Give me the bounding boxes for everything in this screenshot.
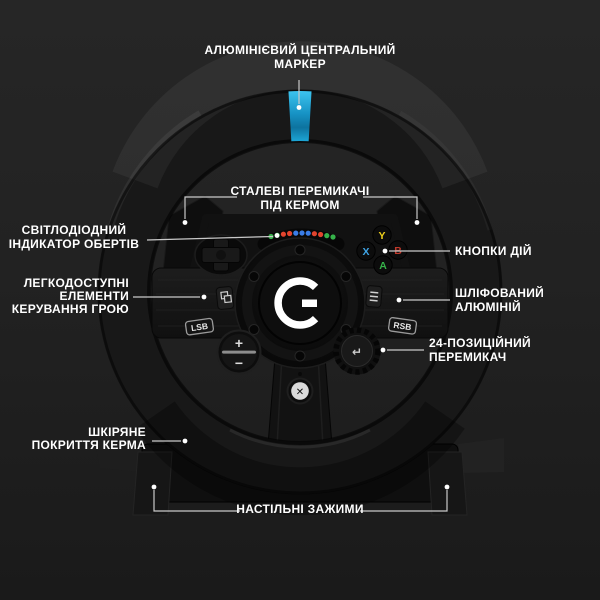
minus-icon: − <box>235 355 243 371</box>
label-line: ЕЛЕМЕНТИ <box>59 288 129 303</box>
label-line: КНОПКИ ДІЙ <box>455 244 532 258</box>
hub <box>234 237 366 369</box>
view-button <box>215 286 235 310</box>
hub-screws <box>248 244 352 362</box>
desk-clamp-right <box>427 451 468 516</box>
svg-text:A: A <box>379 260 387 272</box>
xbox-button: ✕ <box>286 372 314 405</box>
label-line: ШКІРЯНЕ <box>88 425 146 439</box>
label-line: СВІТЛОДІОДНИЙ <box>21 223 127 237</box>
label-paddle-shifters: СТАЛЕВІ ПЕРЕМИКАЧІ ПІД КЕРМОМ <box>150 184 450 212</box>
dpad <box>194 234 248 276</box>
xbox-logo-icon: ✕ <box>296 387 304 398</box>
position-selector-dial: ↵ <box>333 327 381 375</box>
menu-icon <box>369 291 379 302</box>
svg-text:LSB: LSB <box>190 321 208 333</box>
g-logo <box>274 277 319 329</box>
callout-lines <box>133 80 450 512</box>
callout-dots <box>151 105 450 490</box>
lsb-tag: LSB <box>184 317 215 336</box>
label-line: ПЕРЕМИКАЧ <box>429 349 507 364</box>
led-dot <box>324 233 330 239</box>
led-dot <box>293 230 299 236</box>
desk-clamp-left <box>132 451 173 516</box>
rsb-tag: RSB <box>387 316 418 335</box>
label-line: ШЛІФОВАНИЙ <box>455 286 545 300</box>
label-line: ЛЕГКОДОСТУПНІ <box>23 276 129 290</box>
plus-minus-rocker: + − <box>216 329 262 375</box>
label-line: ІНДИКАТОР ОБЕРТІВ <box>8 236 140 251</box>
label-line: ПІД КЕРМОМ <box>260 197 340 212</box>
label-line: 24-ПОЗИЦІЙНИЙ <box>429 336 531 350</box>
button-y: Y <box>372 225 392 245</box>
label-position-selector: 24-ПОЗИЦІЙНИЙ ПЕРЕМИКАЧ <box>429 336 531 364</box>
led-dot <box>330 234 336 240</box>
led-dot <box>287 230 293 237</box>
label-game-controls: ЛЕГКОДОСТУПНІ ЕЛЕМЕНТИ КЕРУВАННЯ ГРОЮ <box>4 277 129 315</box>
led-dot <box>280 231 286 237</box>
label-brushed-aluminum: ШЛІФОВАНИЙ АЛЮМІНІЙ <box>455 286 545 314</box>
label-line: МАРКЕР <box>274 56 326 71</box>
label-line: КЕРУВАННЯ ГРОЮ <box>11 301 129 316</box>
label-line: ПОКРИТТЯ КЕРМА <box>31 438 146 452</box>
label-led-indicator: СВІТЛОДІОДНИЙ ІНДИКАТОР ОБЕРТІВ <box>8 223 140 251</box>
label-leather-cover: ШКІРЯНЕ ПОКРИТТЯ КЕРМА <box>0 426 146 452</box>
plus-icon: + <box>235 335 243 351</box>
menu-button <box>365 285 383 308</box>
wheel-rim <box>97 41 503 516</box>
svg-text:RSB: RSB <box>393 320 412 332</box>
enter-icon: ↵ <box>352 345 362 359</box>
button-a: A <box>373 255 393 275</box>
led-dot <box>305 230 311 236</box>
led-dot <box>311 231 317 237</box>
button-b: B <box>388 240 408 260</box>
svg-text:X: X <box>362 246 369 258</box>
label-action-buttons: КНОПКИ ДІЙ <box>455 244 532 259</box>
label-line: АЛЮМІНІЄВИЙ ЦЕНТРАЛЬНИЙ <box>204 43 396 57</box>
label-line: АЛЮМІНІЙ <box>455 299 521 314</box>
label-desk-clamps: НАСТІЛЬНІ ЗАЖИМИ <box>150 502 450 517</box>
label-center-marker: АЛЮМІНІЄВИЙ ЦЕНТРАЛЬНИЙ МАРКЕР <box>150 43 450 71</box>
svg-text:Y: Y <box>378 230 385 242</box>
led-dot <box>318 231 324 238</box>
label-line: НАСТІЛЬНІ ЗАЖИМИ <box>236 502 364 516</box>
label-line: СТАЛЕВІ ПЕРЕМИКАЧІ <box>230 184 370 198</box>
led-dot <box>299 230 305 236</box>
button-x: X <box>356 241 376 261</box>
